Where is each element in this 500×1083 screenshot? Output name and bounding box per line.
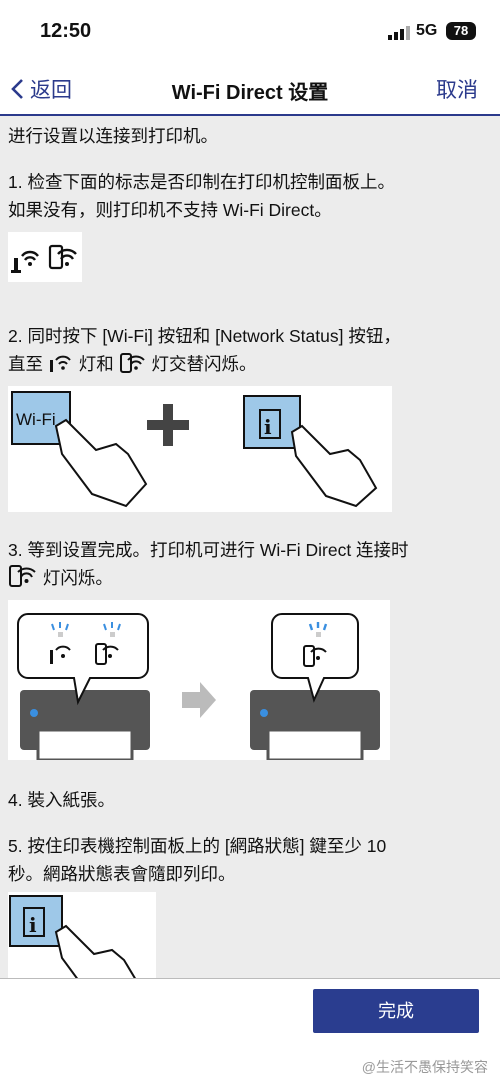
back-label: 返回	[30, 79, 72, 102]
step2-text-b: 灯和	[78, 354, 114, 374]
network-status-key	[243, 395, 301, 449]
step3-illustration	[8, 600, 390, 760]
step5-line1: 5. 按住印表機控制面板上的 [網路狀態] 鍵至少 10	[8, 836, 387, 856]
step3-line1: 3. 等到设置完成。打印机可进行 Wi-Fi Direct 连接时	[8, 540, 409, 560]
page-title: Wi-Fi Direct 设置	[171, 82, 329, 104]
wifi-direct-icon	[95, 643, 119, 665]
step2-line2: 直至 灯和 灯交替闪烁。	[8, 350, 494, 378]
wifi-icon	[49, 355, 71, 372]
svg-text:i: i	[29, 913, 37, 937]
done-button[interactable]: 完成	[313, 989, 479, 1033]
cancel-button[interactable]: 取消	[436, 79, 478, 102]
wifi-direct-icon	[303, 645, 327, 667]
arrow-right-icon	[182, 682, 216, 718]
step4-text: 4. 裝入紙張。	[8, 790, 115, 810]
back-button[interactable]: 返回	[10, 74, 72, 104]
navigation-bar: 返回 Wi-Fi Direct 设置 取消	[0, 62, 500, 116]
watermark: @生活不愚保持笑容	[361, 1059, 488, 1075]
hand-icon	[290, 424, 378, 508]
hand-icon	[54, 418, 148, 508]
wifi-direct-icon	[119, 353, 145, 373]
speech-bubble	[17, 613, 149, 706]
step2-text-c: 灯交替闪烁。	[151, 354, 257, 374]
plus-icon	[147, 404, 189, 446]
status-bar: 12:50 5G 78	[0, 0, 500, 62]
wifi-icon	[50, 645, 71, 664]
footer: 完成 @生活不愚保持笑容	[0, 978, 500, 1083]
wifi-direct-icon	[48, 244, 77, 270]
status-time: 12:50	[40, 20, 92, 42]
battery-icon: 78	[446, 22, 476, 40]
instructions: 进行设置以连接到打印机。 1. 检查下面的标志是否印制在打印机控制面板上。 如果…	[8, 118, 494, 1006]
signal-icon	[388, 26, 410, 40]
wifi-direct-icons-panel	[8, 232, 82, 282]
network-type: 5G	[416, 22, 438, 39]
step3-line2: 灯闪烁。	[8, 564, 494, 592]
wifi-key-label: Wi-Fi	[16, 410, 56, 429]
wifi-direct-icon	[9, 565, 36, 587]
step5-line2: 秒。網路狀態表會隨即列印。	[8, 864, 236, 884]
chevron-left-icon	[11, 79, 23, 99]
step1-line1: 1. 检查下面的标志是否印制在打印机控制面板上。	[8, 172, 395, 192]
step2-line1: 2. 同时按下 [Wi-Fi] 按钮和 [Network Status] 按钮，	[8, 326, 401, 346]
step1-line2: 如果没有，则打印机不支持 Wi-Fi Direct。	[8, 200, 332, 220]
step2-illustration: Wi-Fi i	[8, 386, 392, 512]
wifi-icon	[11, 250, 39, 273]
network-status-key	[9, 895, 63, 947]
svg-text:i: i	[264, 415, 272, 439]
step3-text: 灯闪烁。	[42, 568, 113, 588]
step2-text-a: 直至	[8, 354, 43, 374]
intro-text: 进行设置以连接到打印机。	[8, 126, 218, 146]
